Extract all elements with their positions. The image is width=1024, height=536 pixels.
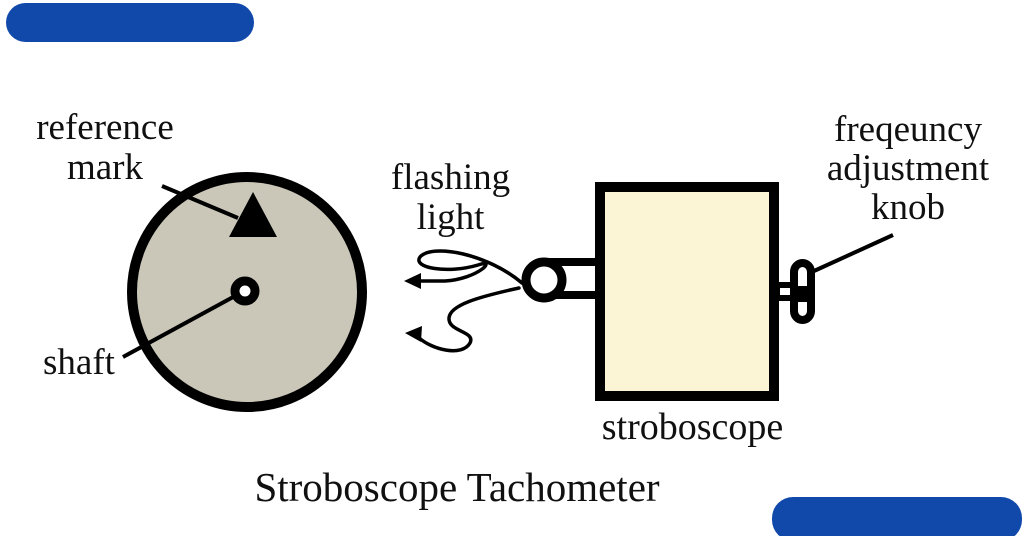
reference-mark-label: reference mark: [15, 108, 195, 188]
light-beam-upper: [416, 249, 524, 285]
frequency-knob-label-line2: adjustment: [826, 148, 990, 189]
shaft-label-line1: shaft: [43, 342, 115, 383]
reference-mark-label-line1: reference: [36, 107, 174, 148]
light-beam-lower-arrowhead-icon: [405, 326, 422, 342]
stroboscope-body: [595, 182, 779, 401]
top-left-blue-pill: [6, 3, 254, 42]
lamp-icon: [521, 257, 567, 303]
light-beam-upper-arrowhead-icon: [404, 273, 421, 289]
diagram-title: Stroboscope Tachometer: [254, 464, 660, 510]
reference-mark-label-line2: mark: [66, 147, 144, 188]
bottom-right-blue-pill: [772, 497, 1022, 536]
stroboscope-label: stroboscope: [590, 407, 795, 447]
stroboscope-label-line1: stroboscope: [601, 406, 784, 448]
shaft-label: shaft: [34, 343, 124, 383]
frequency-adjustment-knob-label: freqeuncy adjustment knob: [808, 110, 1008, 227]
light-beam-lower: [416, 286, 521, 353]
shaft-leader-line: [122, 294, 236, 359]
flashing-light-beams: [404, 249, 524, 353]
reference-mark-leader-line: [161, 184, 239, 220]
frequency-knob-label-line1: freqeuncy: [834, 109, 982, 150]
reference-mark-triangle-icon: [229, 192, 277, 237]
flashing-light-label-line2: light: [416, 197, 485, 238]
flashing-light-label: flashing light: [378, 158, 523, 238]
frequency-knob-label-line3: knob: [871, 187, 945, 228]
knob-grip-band: [790, 286, 815, 302]
knob-leader-line: [813, 233, 894, 273]
flashing-light-label-line1: flashing: [390, 157, 511, 198]
shaft-center-icon: [230, 276, 260, 306]
